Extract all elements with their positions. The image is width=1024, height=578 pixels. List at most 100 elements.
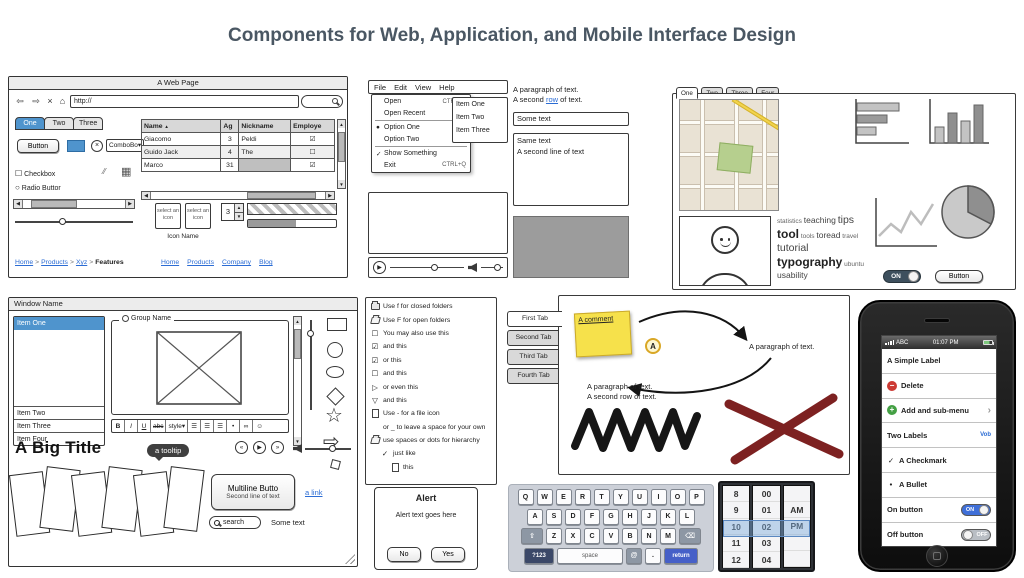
search-pill[interactable]: search xyxy=(209,516,261,529)
back-icon[interactable]: ⇦ xyxy=(16,95,24,106)
play-button[interactable]: ▶ xyxy=(373,261,386,274)
tree-item[interactable]: Use - for a file icon xyxy=(366,407,496,420)
scroll-right-icon[interactable]: ▶ xyxy=(125,200,134,208)
menu-file[interactable]: File xyxy=(374,82,387,92)
tree-item[interactable]: ▷or even this xyxy=(366,380,496,393)
key-l[interactable]: L xyxy=(679,508,695,525)
menu-row-two-labels[interactable]: Two Labels Vob xyxy=(882,423,996,449)
on-toggle[interactable]: ON xyxy=(961,503,991,516)
key-n[interactable]: N xyxy=(641,528,657,544)
key-j[interactable]: J xyxy=(641,508,657,525)
list-button[interactable]: • xyxy=(227,420,241,432)
tab-one[interactable]: One xyxy=(676,87,698,99)
browser-titlebar[interactable]: A Web Page xyxy=(9,77,347,90)
color-swatch[interactable] xyxy=(67,140,85,152)
cover-frame[interactable] xyxy=(163,466,205,532)
italic-button[interactable]: I xyxy=(125,420,138,432)
rewind-button[interactable]: « xyxy=(235,441,248,454)
list-item[interactable]: Item Two xyxy=(14,406,104,419)
menu-row-bullet[interactable]: • A Bullet xyxy=(882,473,996,498)
col-age[interactable]: Ag xyxy=(220,119,240,133)
off-toggle[interactable]: OFF xyxy=(961,528,991,541)
tag[interactable]: tool xyxy=(777,227,799,242)
align-left-button[interactable]: ☰ xyxy=(188,420,202,432)
key-x[interactable]: X xyxy=(565,528,581,544)
tab-second[interactable]: Second Tab xyxy=(507,330,560,346)
stepper-up-icon[interactable]: ▲ xyxy=(235,204,243,213)
align-center-button[interactable]: ☰ xyxy=(201,420,215,432)
menu-item-show-something[interactable]: ✓Show Something xyxy=(376,150,437,158)
period-column[interactable]: AM PM xyxy=(782,485,811,568)
key-r[interactable]: R xyxy=(574,489,591,505)
volume-knob[interactable] xyxy=(329,445,336,452)
browser-search-input[interactable] xyxy=(301,94,343,108)
tab-three[interactable]: Three xyxy=(73,117,104,130)
scroll-left-icon[interactable]: ◀ xyxy=(142,192,151,199)
diamond-shape[interactable] xyxy=(326,387,345,406)
video-progress-track[interactable] xyxy=(390,263,464,271)
tag[interactable]: usability xyxy=(777,270,808,281)
key-z[interactable]: Z xyxy=(546,528,562,544)
tab-first[interactable]: First Tab xyxy=(507,311,562,327)
combobox-clear-icon[interactable]: × xyxy=(91,140,103,152)
table-row[interactable]: Giacomo 3 Peldi ☑ xyxy=(140,132,335,146)
menu-item-option-two[interactable]: Option Two xyxy=(384,135,420,143)
menu-view[interactable]: View xyxy=(415,82,432,92)
numeric-stepper[interactable]: 3 ▲▼ xyxy=(221,203,244,221)
key-u[interactable]: U xyxy=(631,489,648,505)
volume-icon[interactable] xyxy=(468,263,477,272)
key-a[interactable]: A xyxy=(527,508,543,525)
list-item[interactable]: Item Three xyxy=(456,127,490,134)
tree-item[interactable]: Use F for open folders xyxy=(366,313,496,326)
tag[interactable]: statistics xyxy=(777,218,802,225)
scroll-up-icon[interactable]: ▲ xyxy=(294,317,301,325)
key-t[interactable]: T xyxy=(593,489,610,505)
vertical-slider-track[interactable] xyxy=(307,320,314,410)
list-item[interactable]: Item One xyxy=(456,101,485,108)
menu-row-off-button[interactable]: Off button OFF xyxy=(882,523,996,546)
menu-row-on-button[interactable]: On button ON xyxy=(882,498,996,523)
shift-key[interactable]: ⇧ xyxy=(521,528,543,544)
breadcrumb-link[interactable]: Products xyxy=(41,259,68,266)
key-p[interactable]: P xyxy=(688,489,705,505)
table-horizontal-scrollbar[interactable]: ◀ ▶ xyxy=(141,191,335,200)
checkbox-unchecked-icon[interactable]: ☐ xyxy=(371,369,379,379)
text-area[interactable]: Same text A second line of text xyxy=(513,133,629,206)
small-square-shape[interactable] xyxy=(330,459,341,470)
play-button[interactable]: ▶ xyxy=(253,441,266,454)
tag[interactable]: ubuntu xyxy=(844,261,865,269)
ellipse-shape[interactable] xyxy=(326,366,344,378)
checkbox-sample[interactable]: ☐ Checkbox xyxy=(15,169,55,178)
nav-link[interactable]: Products xyxy=(187,259,214,266)
scrollbar-thumb[interactable] xyxy=(294,329,301,359)
text-field[interactable]: Some text xyxy=(513,112,629,126)
tag[interactable]: tools xyxy=(800,233,815,241)
calendar-icon[interactable]: ▦ xyxy=(121,166,132,178)
scroll-down-icon[interactable]: ▼ xyxy=(338,180,345,188)
tree-item[interactable]: ☐You may also use this xyxy=(371,328,449,338)
icon-picker[interactable]: select an icon xyxy=(185,203,211,229)
key-d[interactable]: D xyxy=(565,508,581,525)
breadcrumb-link[interactable]: Home xyxy=(15,259,34,266)
checkbox-checked-icon[interactable]: ☑ xyxy=(371,342,379,352)
forward-icon[interactable]: ⇨ xyxy=(32,95,40,106)
slider-track[interactable] xyxy=(15,218,133,225)
scrollbar-thumb[interactable] xyxy=(31,200,78,208)
key-v[interactable]: V xyxy=(603,528,619,544)
style-dropdown[interactable]: style▾ xyxy=(166,420,189,432)
align-right-button[interactable]: ☰ xyxy=(214,420,228,432)
star-shape[interactable]: ☆ xyxy=(325,405,343,427)
sample-link[interactable]: a link xyxy=(305,488,323,497)
video-progress-knob[interactable] xyxy=(430,263,438,271)
tree-item[interactable]: this xyxy=(366,461,496,474)
tree-item[interactable]: ✓just like xyxy=(381,449,416,459)
tab-two[interactable]: Two xyxy=(44,117,74,130)
nav-link[interactable]: Blog xyxy=(259,259,273,266)
combobox[interactable]: ComboBo▾ xyxy=(106,139,144,152)
inline-link[interactable]: row xyxy=(545,95,559,105)
radio-sample[interactable]: ○ Radio Buttor xyxy=(15,183,61,192)
tree-item[interactable]: ☑or this xyxy=(371,355,402,365)
triangle-right-icon[interactable]: ▷ xyxy=(372,382,378,392)
breadcrumb-link[interactable]: Xyz xyxy=(75,259,88,266)
